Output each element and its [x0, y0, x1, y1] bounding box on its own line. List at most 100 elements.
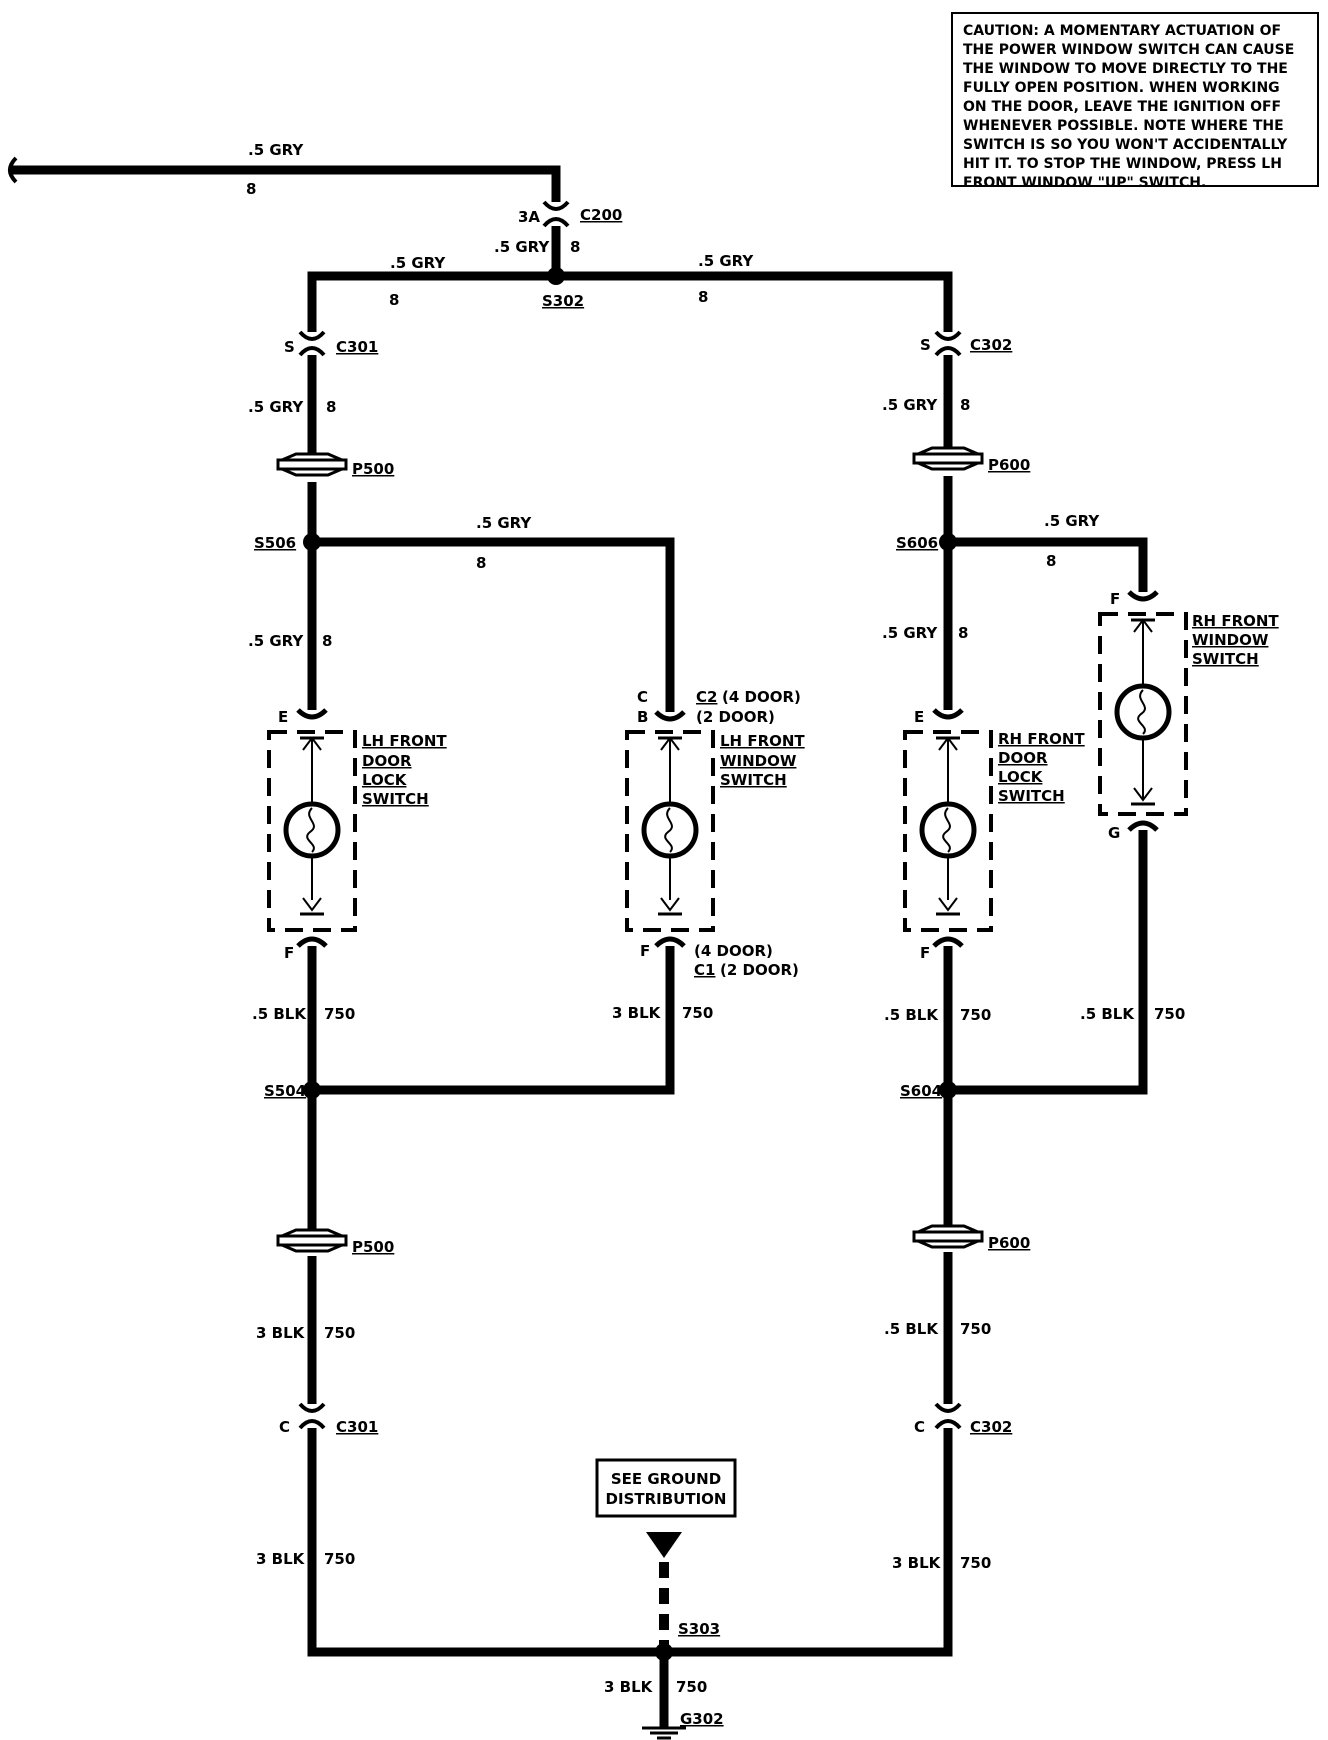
wire-label-blk-rh1: .5 BLK — [884, 1006, 939, 1024]
connector-c200 — [542, 200, 570, 228]
wire-rh-c302-to-ground — [664, 1428, 953, 1657]
circuit-label-c200: 8 — [570, 238, 580, 256]
lh-window-2door-b: (2 DOOR) — [720, 961, 799, 979]
s302-label: S302 — [542, 292, 584, 310]
connector-c302-top — [934, 330, 962, 357]
circuit-label-blk-ground: 750 — [676, 1678, 707, 1696]
lh-window-label-2: WINDOW — [720, 752, 797, 770]
circuit-label-rh2: 8 — [958, 624, 968, 642]
rh-lock-label-4: SWITCH — [998, 787, 1065, 805]
wire-label-blk3-rh3: 3 BLK — [892, 1554, 942, 1572]
wire-rh-window-to-s604 — [948, 830, 1148, 1095]
wire-label-gry-bus-left: .5 GRY — [390, 254, 446, 272]
lh-window-label-3: SWITCH — [720, 771, 787, 789]
ground-arrow — [646, 1532, 682, 1558]
wire-set — [10, 165, 1148, 1728]
wire-label-gry-bus-right: .5 GRY — [698, 252, 754, 270]
circuit-label-rh1: 8 — [960, 396, 970, 414]
rh-window-pin-g: G — [1108, 824, 1120, 842]
wire-lh-c301-to-ground — [307, 1428, 664, 1657]
p600-bottom-label: P600 — [988, 1234, 1030, 1252]
connector-c301-top — [298, 330, 326, 357]
rh-lock-label-1: RH FRONT — [998, 730, 1085, 748]
lh-door-lock-switch — [267, 708, 357, 948]
splice-s606-dot — [939, 533, 957, 551]
splice-s506-dot — [303, 533, 321, 551]
circuit-label-blk-lh3: 750 — [324, 1550, 355, 1568]
lh-window-switch — [625, 710, 715, 948]
rh-lock-pin-f: F — [920, 944, 930, 962]
circuit-label-blk-lh2: 750 — [324, 1324, 355, 1342]
lh-lock-label-3: LOCK — [362, 771, 408, 789]
wire-label-blk3-lh3: 3 BLK — [256, 1550, 306, 1568]
wire-s606-to-rh-window — [948, 537, 1148, 592]
wire-label-gry-lh1: .5 GRY — [248, 398, 304, 416]
rh-lock-label-3: LOCK — [998, 768, 1044, 786]
circuit-label-bus-left: 8 — [389, 291, 399, 309]
c200-label: C200 — [580, 206, 622, 224]
circuit-label-blk-rh2: 750 — [960, 1320, 991, 1338]
wire-label-gry-lh2: .5 GRY — [248, 632, 304, 650]
grommet-p600-top — [912, 446, 984, 471]
c302-top-label: C302 — [970, 336, 1012, 354]
lh-window-pin-f: F — [640, 942, 650, 960]
circuit-label-rh-branch: 8 — [1046, 552, 1056, 570]
p500-bottom-label: P500 — [352, 1238, 394, 1256]
connector-c301-bottom — [298, 1402, 326, 1430]
grommet-p500-bottom — [276, 1228, 348, 1253]
wire-label-blk-rhwin: .5 BLK — [1080, 1005, 1135, 1023]
ground-note-line1: SEE GROUND — [611, 1470, 721, 1488]
g302-label: G302 — [680, 1710, 724, 1728]
feed-arrow-icon — [8, 156, 18, 184]
s604-label: S604 — [900, 1082, 942, 1100]
c301-top-label: C301 — [336, 338, 378, 356]
c302-bottom-pin: C — [914, 1418, 925, 1436]
lh-lock-pin-e: E — [278, 708, 288, 726]
c301-top-pin: S — [284, 338, 295, 356]
lh-window-4door: (4 DOOR) — [722, 688, 801, 706]
rh-window-pin-f: F — [1110, 590, 1120, 608]
circuit-label-feed: 8 — [246, 180, 256, 198]
wire-label-gry-rh1: .5 GRY — [882, 396, 938, 414]
splice-s302-dot — [547, 267, 565, 285]
wire-label-gry-rh-branch: .5 GRY — [1044, 512, 1100, 530]
lh-window-pin-c: C — [637, 688, 648, 706]
lh-lock-label-4: SWITCH — [362, 790, 429, 808]
ground-symbol — [642, 1726, 686, 1740]
p500-top-label: P500 — [352, 460, 394, 478]
rh-lock-label-2: DOOR — [998, 749, 1048, 767]
wire-top-bus — [307, 271, 953, 332]
lh-lock-label-2: DOOR — [362, 752, 412, 770]
lh-lock-label-1: LH FRONT — [362, 732, 447, 750]
lh-window-2door: (2 DOOR) — [696, 708, 775, 726]
s506-label: S506 — [254, 534, 296, 552]
grommet-p600-bottom — [912, 1224, 984, 1249]
connector-c302-bottom — [934, 1402, 962, 1430]
circuit-label-blk-lh1: 750 — [324, 1005, 355, 1023]
c301-bottom-label: C301 — [336, 1418, 378, 1436]
wire-label-blk3-ground: 3 BLK — [604, 1678, 654, 1696]
lh-window-pin-c1: C1 — [694, 961, 715, 979]
c302-top-pin: S — [920, 336, 931, 354]
splice-s504-dot — [303, 1081, 321, 1099]
rh-window-label-2: WINDOW — [1192, 631, 1269, 649]
c200-pin: 3A — [518, 208, 540, 226]
ground-note-box: SEE GROUND DISTRIBUTION — [595, 1458, 737, 1518]
rh-window-switch — [1098, 590, 1188, 832]
wire-label-gry-lh-branch: .5 GRY — [476, 514, 532, 532]
circuit-label-bus-right: 8 — [698, 288, 708, 306]
lh-lock-pin-f: F — [284, 944, 294, 962]
rh-window-label-1: RH FRONT — [1192, 612, 1279, 630]
caution-note: CAUTION: A MOMENTARY ACTUATION OF THE PO… — [951, 12, 1319, 191]
wire-label-blk3-lhwin: 3 BLK — [612, 1004, 662, 1022]
wire-label-blk-rh2: .5 BLK — [884, 1320, 939, 1338]
rh-window-label-3: SWITCH — [1192, 650, 1259, 668]
circuit-label-blk-lhwin: 750 — [682, 1004, 713, 1022]
grommet-p500-top — [276, 452, 348, 477]
circuit-label-lh1: 8 — [326, 398, 336, 416]
circuit-label-blk-rh1: 750 — [960, 1006, 991, 1024]
circuit-label-lh-branch: 8 — [476, 554, 486, 572]
circuit-label-blk-rhwin: 750 — [1154, 1005, 1185, 1023]
wire-s506-to-lh-window — [312, 537, 675, 712]
circuit-label-blk-rh3: 750 — [960, 1554, 991, 1572]
